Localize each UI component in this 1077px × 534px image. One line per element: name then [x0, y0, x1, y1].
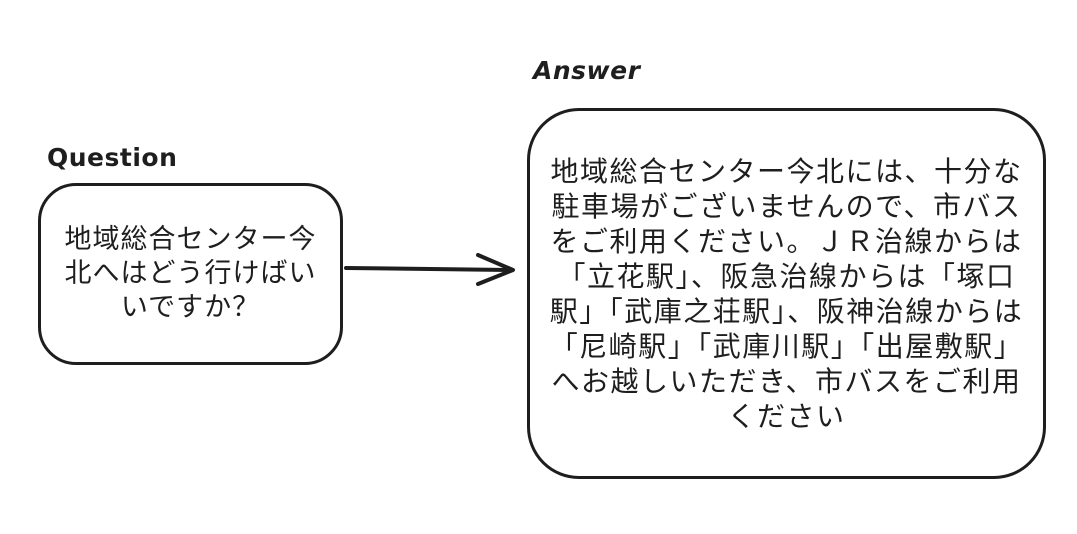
arrow-head: [476, 253, 515, 286]
answer-label: Answer: [533, 56, 641, 85]
question-box: 地域総合センター今北へはどう行けばいいですか？: [38, 183, 343, 365]
arrow-shaft: [344, 266, 514, 272]
question-text: 地域総合センター今北へはどう行けばいいですか？: [64, 224, 317, 323]
answer-box: 地域総合センター今北には、十分な駐車場がございませんので、市バスをご利用ください…: [527, 108, 1046, 479]
answer-text: 地域総合センター今北には、十分な駐車場がございませんので、市バスをご利用ください…: [549, 154, 1024, 433]
question-label: Question: [47, 143, 178, 172]
